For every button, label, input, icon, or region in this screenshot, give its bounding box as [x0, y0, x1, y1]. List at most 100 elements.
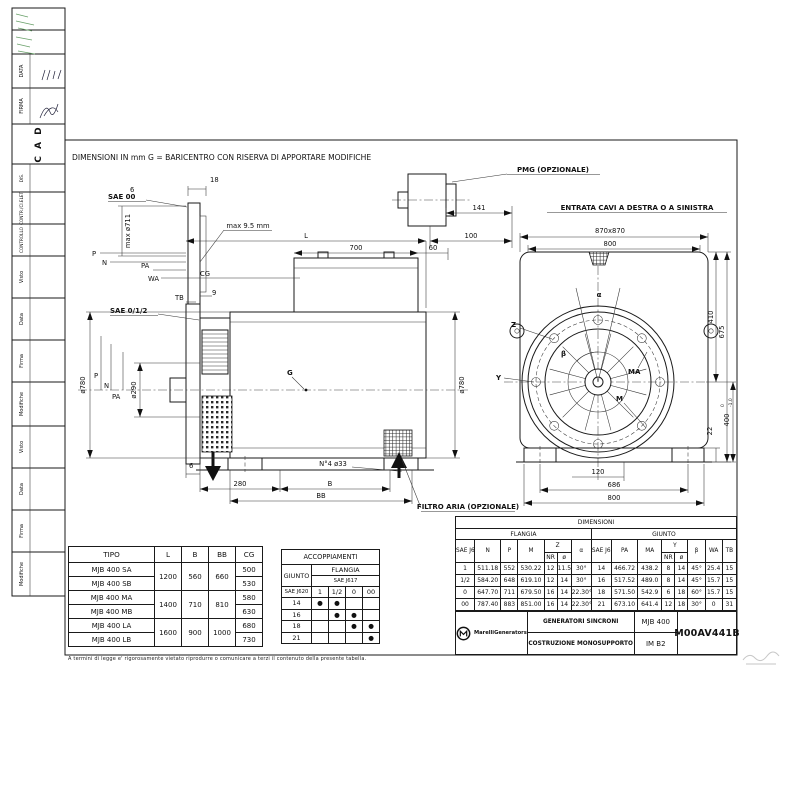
terminal-box [293, 257, 419, 313]
table-cell [311, 631, 329, 644]
corner-stamp [742, 651, 780, 665]
table-cell: 466.72 [610, 562, 639, 575]
table-cell: 0 [704, 598, 723, 611]
col-header: NR [661, 552, 676, 563]
col-header: α [570, 539, 592, 563]
col-header: SAE J617 [310, 575, 381, 587]
dim-P-top: P [92, 250, 96, 258]
title-strip-label: FIRMA [19, 98, 25, 114]
table-cell: ● [361, 631, 381, 644]
drawing-title: GENERATORI SINCRONI COSTRUZIONE MONOSUPP… [527, 612, 635, 654]
table-cell: 21 [281, 631, 312, 644]
col-header: SAE J620 [281, 586, 312, 598]
dim-400-tol-upper: 0 [720, 404, 726, 407]
sae012-label: SAE 0/1/2 [110, 307, 148, 315]
table-cell: MJB 400 MA [68, 590, 155, 605]
air-louver [201, 329, 229, 375]
table-cell: 12 [661, 598, 676, 611]
table-cell: 0 [454, 586, 476, 599]
frame-square [519, 251, 709, 449]
dim-N-top: N [102, 259, 107, 267]
table-cell: 14 [674, 574, 689, 587]
table-cell: 511.18 [474, 562, 502, 575]
dim-675: 675 [718, 326, 726, 339]
col-header: SAE J617 [454, 539, 476, 563]
legal-note: A termini di legge e' rigorosamente viet… [68, 656, 367, 662]
col-header: PA [610, 539, 639, 563]
signature-scribble [39, 103, 59, 119]
table-cell: 517.52 [610, 574, 639, 587]
table-cell: 18 [590, 586, 612, 599]
holes-note: N°4 ø33 [319, 460, 347, 468]
table-cell: 18 [281, 620, 312, 633]
table-cell: MJB 400 LA [68, 618, 155, 633]
left-view [78, 202, 468, 481]
table-cell: ● [311, 597, 329, 610]
title-strip-label: Visto [19, 271, 25, 283]
filtro-label: FILTRO ARIA (OPZIONALE) [417, 503, 519, 511]
col-header: L [154, 546, 182, 563]
dim-100: 100 [465, 232, 478, 240]
table-cell: 14 [281, 597, 312, 610]
table-cell: 584.20 [474, 574, 502, 587]
table-header-row: SAE J617 N P M Z α SAE J620 PA MA Y β WA… [454, 539, 738, 563]
approval-stamp [15, 36, 36, 55]
table-cell: 00 [454, 598, 476, 611]
table-header-row: DIMENSIONI [455, 516, 737, 529]
table-cell: 711 [500, 586, 519, 599]
table-cell: 18 [674, 586, 689, 599]
table-cell: MJB 400 SA [68, 562, 155, 577]
dim-400-tol-lower: -1.0 [728, 398, 734, 407]
table-cell: 489.0 [637, 574, 663, 587]
dim-B: B [328, 480, 333, 488]
table-cell: 679.50 [517, 586, 545, 599]
col-header: ø [674, 552, 689, 563]
table-cell: 22.30° [570, 586, 592, 599]
drawing-number: M00AV441B [674, 627, 740, 639]
table-cell: 647.70 [474, 586, 502, 599]
dim-P-left: P [94, 372, 98, 380]
table-cell: 900 [181, 618, 209, 647]
mounting-code: IM B2 [645, 639, 666, 648]
table-cell: 30° [687, 598, 706, 611]
table-cell: 14 [556, 574, 572, 587]
col-header: GIUNTO [281, 564, 312, 587]
title-strip-label: Data [19, 483, 25, 495]
table-cell: 15.7 [704, 586, 723, 599]
title-strip-label: CONTROLLO [19, 226, 24, 253]
label-MA: MA [628, 368, 641, 376]
dim-686: 686 [608, 481, 621, 489]
table-cell: 30° [570, 562, 592, 575]
title-strip-label: Firma [19, 354, 25, 368]
table-header-row: FLANGIA GIUNTO [455, 528, 738, 540]
title-strip-label: Data [19, 313, 25, 325]
dim-870x870: 870x870 [595, 227, 625, 235]
col-header: M [517, 539, 545, 563]
table-row: 18●● [281, 620, 381, 633]
dim-120: 120 [592, 468, 605, 476]
table-cell: 530 [235, 576, 263, 591]
table-cell: 1200 [154, 562, 182, 591]
table-header-row: SAE J620 1 1/2 0 00 [281, 586, 381, 598]
dim-d290: ø290 [130, 381, 138, 398]
dim-141: 141 [473, 204, 486, 212]
dim-d780-right: ø780 [458, 376, 466, 393]
table-cell: MJB 400 SB [68, 576, 155, 591]
table-cell: 8 [661, 562, 676, 575]
col-header: N [474, 539, 502, 563]
dim-max-95: max 9.5 mm [226, 222, 270, 230]
table-cell: 15.7 [704, 574, 723, 587]
table-cell: 12 [543, 574, 558, 587]
col-header: ø [556, 552, 572, 563]
dim-CG: CG [200, 270, 210, 278]
table-cell: 641.4 [637, 598, 663, 611]
table-header-row: GIUNTO FLANGIA [281, 564, 381, 587]
table-cell: 16 [543, 598, 558, 611]
dim-PA-left: PA [112, 393, 121, 401]
dim-6-bottom: 6 [189, 462, 193, 470]
col-header: 00 [361, 586, 381, 598]
dim-800-top: 800 [604, 240, 617, 248]
dim-PA-top: PA [141, 262, 150, 270]
